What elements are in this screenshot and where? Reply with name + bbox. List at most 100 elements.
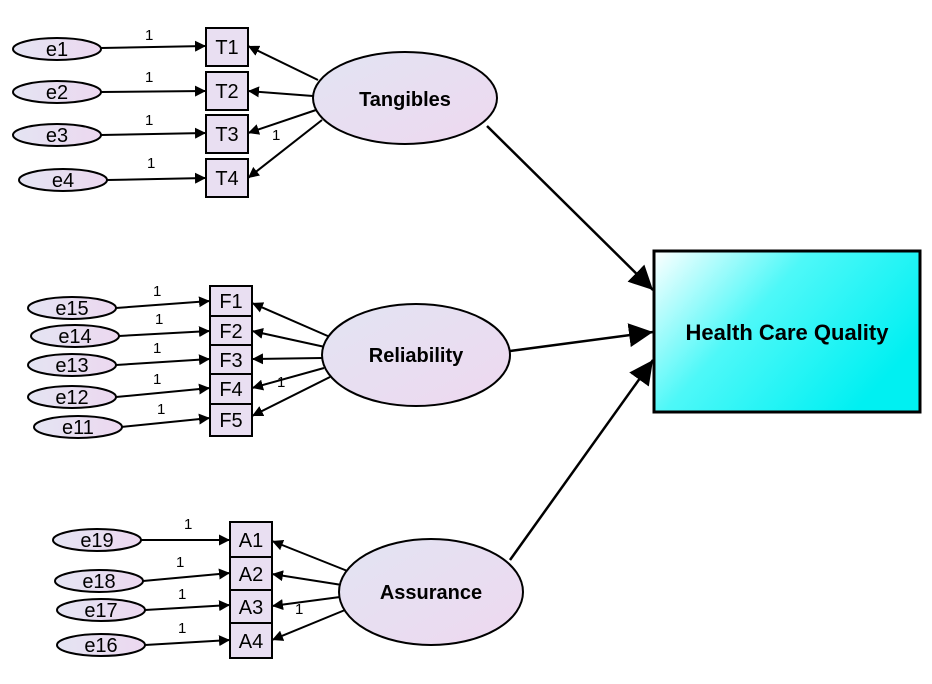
error-label-e15: e15	[55, 298, 88, 320]
indicator-box-t3	[205, 114, 249, 154]
indicator-label-f2: F2	[219, 321, 242, 343]
outcome-label: Health Care Quality	[686, 320, 890, 345]
loading-path-a1	[271, 539, 351, 573]
error-label-e12: e12	[55, 387, 88, 409]
error-node-e12	[27, 385, 117, 409]
latent-node-reliability	[321, 303, 511, 407]
indicator-label-a1: A1	[239, 530, 263, 552]
structural-path-reliability	[509, 323, 654, 353]
indicator-box-t4	[205, 158, 249, 198]
loading-path-a2	[271, 570, 343, 586]
error-path-e16	[144, 635, 231, 647]
indicator-box-f4	[209, 373, 253, 405]
indicator-box-a4	[229, 622, 273, 659]
loading-path-f2	[251, 327, 326, 348]
error-label-e4: e4	[52, 170, 74, 192]
weight-label-e11: 1	[157, 401, 165, 418]
error-path-e17	[144, 600, 231, 612]
error-node-e19	[52, 528, 142, 552]
weight-label-e4: 1	[147, 155, 155, 172]
error-path-e13	[115, 354, 211, 366]
fixed-loading-reliability: 1	[277, 374, 285, 391]
error-node-e4	[18, 168, 108, 192]
error-node-e17	[56, 598, 146, 622]
indicator-box-t2	[205, 71, 249, 111]
weight-label-e15: 1	[153, 283, 161, 300]
latent-node-assurance	[338, 538, 524, 646]
weight-label-e3: 1	[145, 112, 153, 129]
weight-label-e2: 1	[145, 69, 153, 86]
weight-label-e18: 1	[176, 554, 184, 571]
error-node-e13	[27, 353, 117, 377]
loading-path-a4	[271, 609, 346, 641]
weight-label-e12: 1	[153, 371, 161, 388]
error-path-e1	[100, 40, 207, 52]
error-path-e15	[115, 296, 211, 309]
construct-tangibles: e1 e2 e3 e4 1 1 1 1 T1 T2 T3 T4 Tangible…	[12, 27, 498, 198]
construct-assurance: e19 e18 e17 e16 1 1 1 1 A1 A2 A3 A4 Assu…	[52, 516, 524, 659]
loading-path-t1	[247, 45, 319, 81]
structural-path-tangibles	[486, 125, 654, 291]
error-path-e18	[142, 568, 231, 582]
error-node-e2	[12, 80, 102, 104]
latent-label-assurance: Assurance	[380, 582, 482, 604]
error-path-e3	[100, 127, 207, 139]
indicator-label-a4: A4	[239, 631, 263, 653]
loading-path-t4	[247, 119, 323, 179]
weight-label-e19: 1	[184, 516, 192, 533]
outcome-box	[652, 249, 922, 414]
error-path-e12	[115, 383, 211, 398]
loading-path-a3	[271, 596, 341, 611]
indicator-label-a3: A3	[239, 597, 263, 619]
indicator-box-a1	[229, 521, 273, 558]
error-label-e17: e17	[84, 600, 117, 622]
error-label-e14: e14	[58, 326, 91, 348]
error-label-e13: e13	[55, 355, 88, 377]
construct-reliability: e15 e14 e13 e12 e11 1 1 1 1 1 F1 F2 F3 F…	[27, 283, 511, 439]
weight-label-e17: 1	[178, 586, 186, 603]
indicator-label-t2: T2	[215, 81, 238, 103]
error-node-e18	[54, 569, 144, 593]
error-label-e3: e3	[46, 125, 68, 147]
structural-path-assurance	[508, 359, 655, 561]
loading-path-f3	[251, 353, 323, 365]
indicator-label-t4: T4	[215, 168, 238, 190]
weight-label-e1: 1	[145, 27, 153, 44]
weight-label-e13: 1	[153, 340, 161, 357]
loading-path-f1	[251, 302, 331, 338]
error-node-e16	[56, 633, 146, 657]
error-node-e3	[12, 123, 102, 147]
indicator-box-f3	[209, 344, 253, 376]
indicator-label-t3: T3	[215, 124, 238, 146]
error-node-e1	[12, 37, 102, 61]
loading-path-f4	[251, 367, 325, 391]
error-label-e19: e19	[80, 530, 113, 552]
error-label-e2: e2	[46, 82, 68, 104]
weight-label-e16: 1	[178, 620, 186, 637]
error-path-e4	[106, 172, 207, 184]
latent-node-tangibles	[312, 51, 498, 145]
indicator-label-a2: A2	[239, 564, 263, 586]
indicator-label-f3: F3	[219, 350, 242, 372]
fixed-loading-assurance: 1	[295, 601, 303, 618]
error-path-e2	[100, 85, 207, 97]
error-label-e11: e11	[62, 417, 94, 439]
error-node-e11	[33, 415, 123, 439]
fixed-loading-tangibles: 1	[272, 127, 280, 144]
error-label-e1: e1	[46, 39, 68, 61]
error-label-e18: e18	[82, 571, 115, 593]
indicator-label-t1: T1	[215, 37, 238, 59]
latent-label-reliability: Reliability	[369, 345, 464, 367]
error-label-e16: e16	[84, 635, 117, 657]
loading-path-t2	[247, 86, 314, 98]
latent-label-tangibles: Tangibles	[359, 89, 451, 111]
indicator-box-a3	[229, 589, 273, 624]
loading-path-t3	[247, 109, 317, 135]
loading-path-f5	[251, 376, 331, 417]
indicator-label-f1: F1	[219, 291, 242, 313]
error-path-e14	[118, 326, 211, 338]
error-node-e15	[27, 296, 117, 320]
indicator-box-t1	[205, 27, 249, 67]
